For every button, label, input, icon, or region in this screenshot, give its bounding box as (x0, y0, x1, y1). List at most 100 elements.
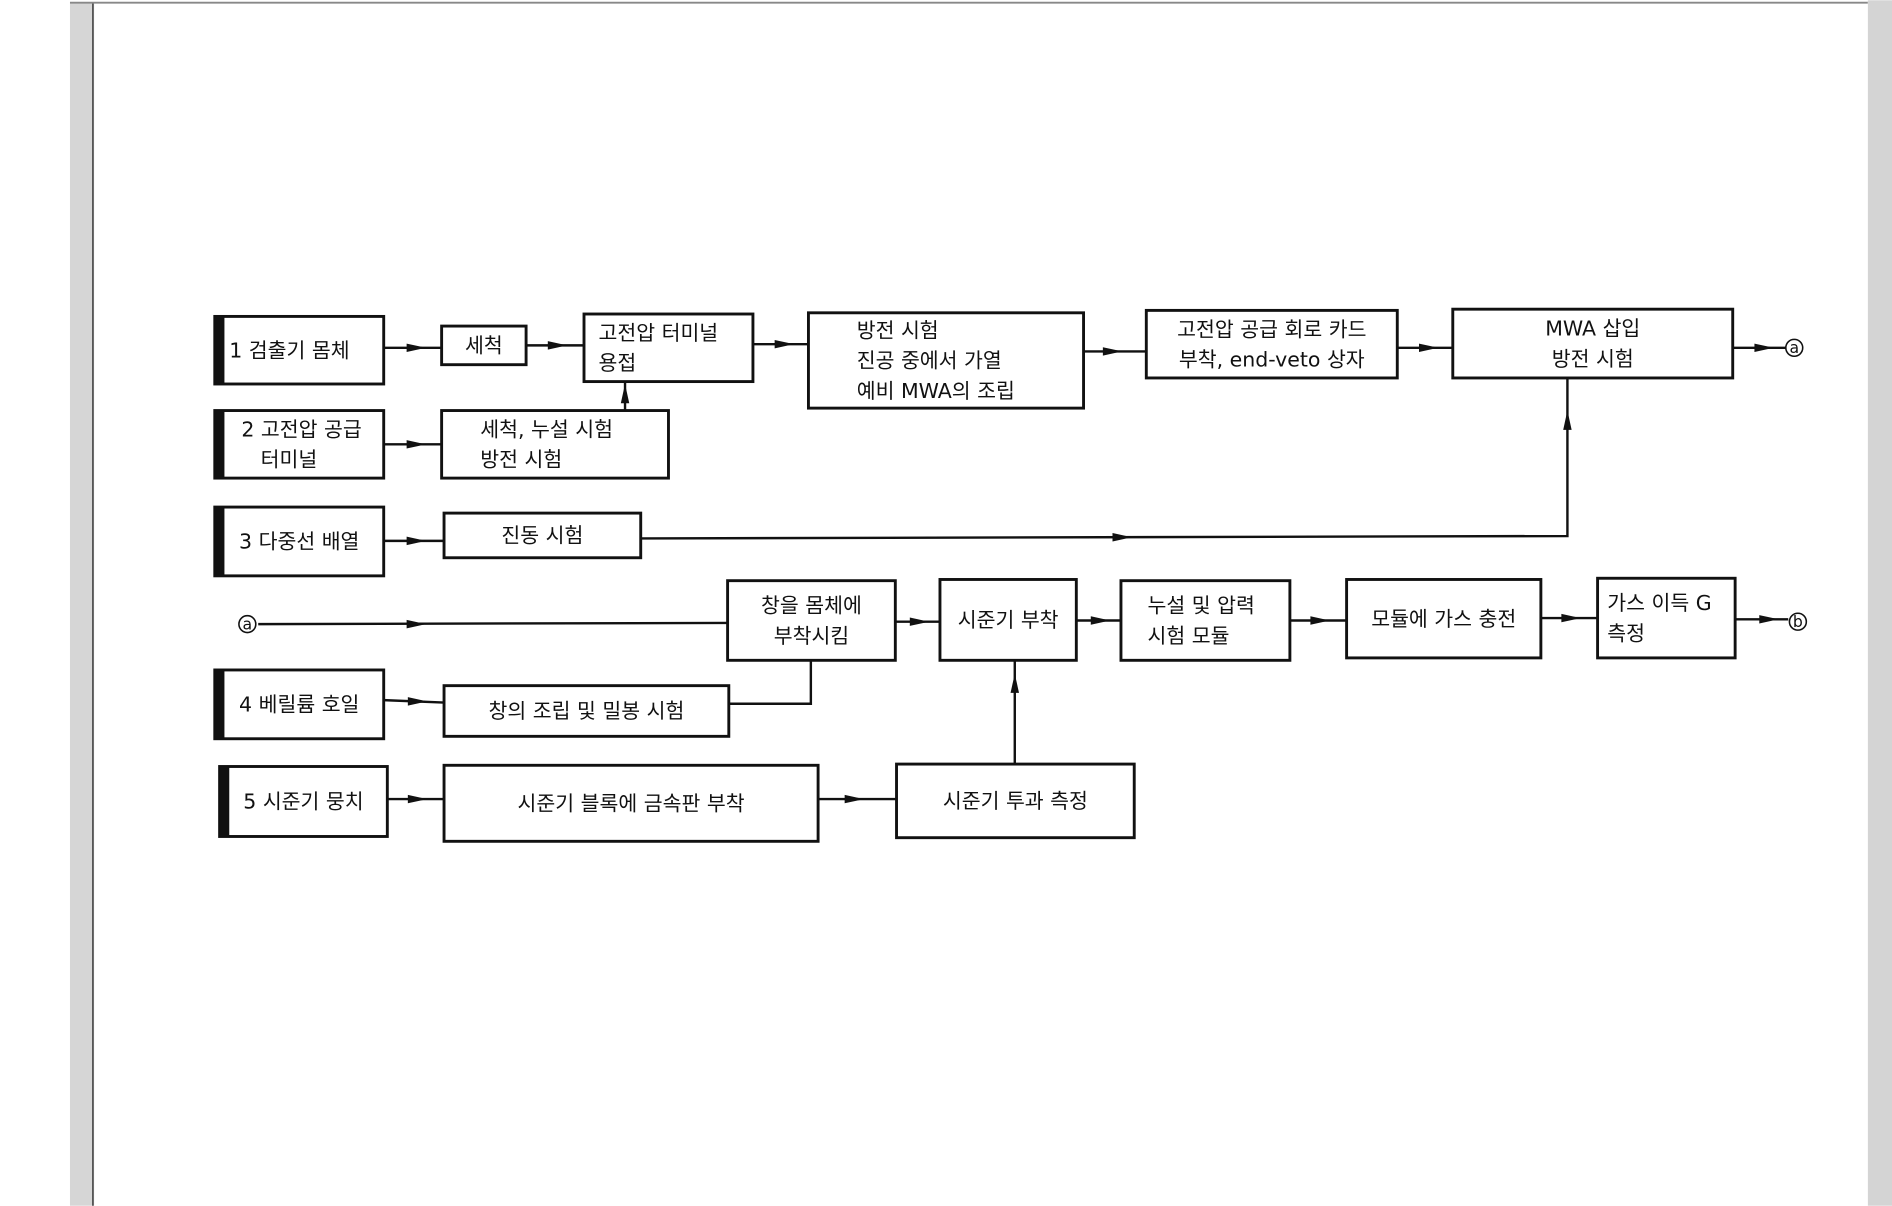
box-frame (213, 668, 386, 741)
arrow-leak-to-gas (1289, 616, 1347, 625)
arrow-multiwire-to-vibration (383, 536, 445, 546)
arrow-plate-to-transmission (818, 794, 897, 804)
box-label-line: 측정 (1607, 621, 1645, 645)
arrow-vibration-to-mwa (640, 377, 1569, 542)
arrowhead-icon (909, 617, 930, 626)
box-label-line: 세척 (465, 334, 503, 358)
box-label-line: 방전 시험 (857, 319, 939, 343)
box-label-line: 4 베릴륨 호일 (239, 693, 359, 717)
right-page-edge (1867, 0, 1892, 1206)
input-marker-bar (214, 507, 225, 576)
arrowhead-icon (406, 440, 426, 449)
input-marker-bar (214, 410, 225, 479)
box-label-line: 진동 시험 (501, 524, 583, 548)
arrowhead-icon (1419, 343, 1439, 353)
box-label-line: 3 다중선 배열 (239, 530, 359, 554)
input-marker-bar (214, 669, 225, 739)
box-label-line: 모듈에 가스 충전 (1371, 607, 1516, 631)
box-label-line: 세척, 누설 시험 (480, 417, 613, 441)
box-label-line: 2 고전압 공급 (241, 417, 361, 441)
arrowhead-icon (774, 339, 794, 349)
left-page-edge (69, 2, 95, 1206)
arrowhead-icon (406, 343, 426, 353)
arrowhead-icon (407, 697, 428, 706)
box-label-line: 부착, end-veto 상자 (1179, 348, 1365, 372)
box-frame (440, 409, 670, 480)
box-label-line: 고전압 터미널 (598, 321, 718, 345)
box-label-line: 시준기 투과 측정 (943, 789, 1088, 813)
arrowhead-icon (844, 794, 864, 804)
box-frame (442, 763, 820, 843)
arrow-weld-to-discharge (752, 339, 809, 349)
arrowhead-icon (1010, 673, 1020, 693)
arrow-transmission-to-collimator (1010, 660, 1020, 765)
arrow-body-to-clean (383, 343, 442, 353)
box-frame (1345, 578, 1543, 660)
box-collimator-transmission: 시준기 투과 측정 (895, 762, 1136, 840)
connector-circle (238, 614, 257, 634)
arrow-gas-to-gain (1540, 613, 1598, 623)
box-frame (442, 684, 731, 738)
connector-line (640, 377, 1569, 540)
connector-circle (1788, 612, 1808, 631)
connector-a-symbol: a (238, 614, 257, 634)
box-label-line: 가스 이득 G (1607, 591, 1711, 615)
box-frame (726, 579, 897, 662)
box-multiwire: 3 다중선 배열 (213, 505, 386, 578)
box-collimator-bundle: 5 시준기 뭉치 (218, 765, 389, 838)
box-frame (1119, 579, 1292, 662)
box-label-line: 창의 조립 및 밀봉 시험 (489, 699, 685, 723)
box-frame (440, 324, 528, 367)
arrowhead-icon (1754, 343, 1774, 353)
box-frame (582, 312, 755, 384)
box-beryllium: 4 베릴륨 호일 (213, 668, 386, 741)
arrowhead-icon (406, 619, 426, 629)
connector-a-symbol: a (1785, 338, 1804, 358)
arrowhead-icon (547, 341, 568, 350)
box-label-line: 터미널 (261, 448, 318, 472)
box-frame (218, 765, 389, 838)
box-label-line: 방전 시험 (480, 448, 562, 472)
arrowhead-icon (1102, 347, 1123, 356)
box-frame (442, 511, 643, 560)
connector-line (728, 660, 813, 705)
arrowhead-icon (1759, 615, 1779, 624)
arrowhead-icon (1563, 410, 1572, 430)
box-label-line: 부착시킴 (774, 624, 849, 648)
box-collimator-plate: 시준기 블록에 금속판 부착 (442, 763, 820, 843)
arrow-a-to-window (258, 619, 728, 629)
box-label-line: 예비 MWA의 조립 (857, 379, 1015, 403)
arrow-window-to-collimator (895, 617, 940, 626)
connector-label: b (1793, 612, 1803, 631)
box-label-line: 누설 및 압력 (1148, 594, 1255, 618)
box-frame (806, 311, 1086, 410)
box-vibration: 진동 시험 (442, 511, 643, 560)
arrowhead-icon (1310, 616, 1330, 625)
connector-circle (1785, 338, 1804, 358)
connector-b-symbol: b (1788, 612, 1808, 631)
box-label-line: 시준기 블록에 금속판 부착 (518, 792, 745, 816)
box-label-line: MWA 삽입 (1545, 317, 1640, 341)
box-label-line: 용접 (598, 351, 636, 375)
arrow-discharge-to-card (1083, 347, 1147, 356)
box-frame (1596, 576, 1737, 660)
arrow-cleanleak-to-weld (620, 381, 630, 411)
connector-label: a (1789, 338, 1799, 357)
arrowhead-icon (1112, 533, 1132, 542)
box-frame (213, 409, 386, 480)
box-label-line: 5 시준기 뭉치 (243, 790, 363, 814)
box-frame (1144, 308, 1399, 380)
arrow-collimator-to-leak (1076, 616, 1121, 625)
arrow-card-to-mwa (1397, 343, 1453, 353)
input-marker-bar (214, 316, 225, 384)
box-frame (938, 578, 1078, 662)
arrow-mwa-to-a (1732, 343, 1786, 353)
box-window-assembly: 창의 조립 및 밀봉 시험 (442, 684, 731, 738)
box-gas-gain: 가스 이득 G 측정 (1596, 576, 1737, 660)
